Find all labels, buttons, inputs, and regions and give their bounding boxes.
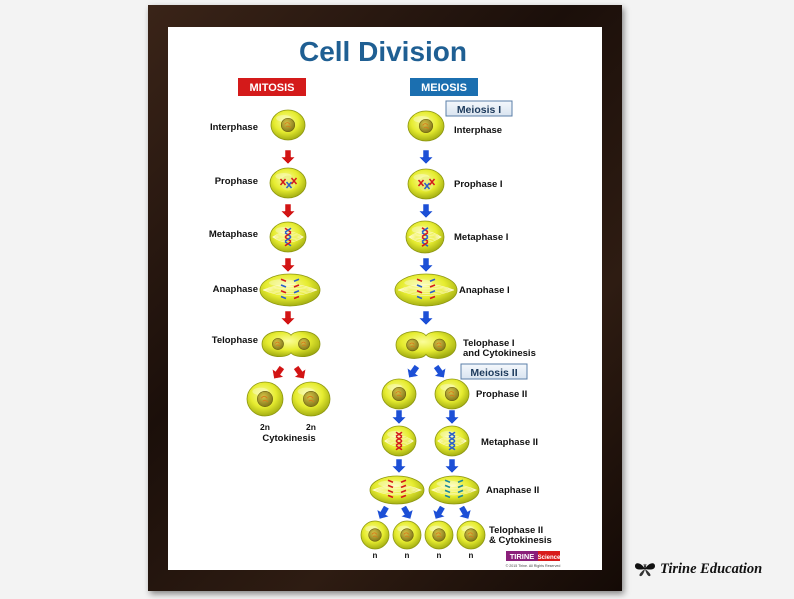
meiosis-ploidy-4: n: [469, 551, 474, 560]
meiosis2-arrow-right-2: [444, 458, 460, 474]
meiosis2-gamete-1: [360, 520, 390, 550]
logo-sub: Science: [538, 555, 561, 561]
meiosis1-label: Meiosis I: [457, 104, 501, 116]
meiosis2-right-anaphase: [428, 475, 480, 505]
meiosis2-right-metaphase: [434, 425, 470, 457]
mitosis-label-prophase: Prophase: [215, 176, 258, 187]
mitosis-header: [238, 78, 306, 96]
meiosis-cell-interphase: [407, 110, 445, 142]
arrows-layer: [271, 149, 472, 520]
watermark-text: Tirine Education: [660, 560, 763, 577]
cells-layer: [246, 109, 486, 550]
mitosis-cytokinesis-label: Cytokinesis: [262, 433, 315, 444]
meiosis1-arrow-4: [418, 310, 434, 326]
mitosis-arrow-1: [280, 149, 296, 165]
mitosis-label-interphase: Interphase: [210, 122, 258, 133]
meiosis-arrow-split-left: [406, 364, 420, 379]
meiosis-label-prophase2: Prophase II: [476, 389, 527, 400]
mitosis-arrow-3: [280, 257, 296, 273]
meiosis-ploidy-3: n: [437, 551, 442, 560]
mitosis-cell-prophase: [269, 167, 307, 199]
meiosis2-arrow-split-4: [458, 505, 472, 520]
mitosis-daughter-cell-left: [246, 381, 284, 417]
mitosis-arrow-split-right: [293, 365, 307, 380]
meiosis2-gamete-3: [424, 520, 454, 550]
mitosis-daughter-cell-right: [291, 381, 331, 417]
meiosis1-arrow-3: [418, 257, 434, 273]
logo-copyright: © 2015 Tirine. All Rights Reserved: [506, 564, 561, 568]
logo-brand: TIRINE: [510, 552, 535, 561]
meiosis-label-telophase2-line2: & Cytokinesis: [489, 535, 552, 546]
watermark: Tirine Education: [634, 557, 762, 581]
meiosis2-label: Meiosis II: [470, 367, 517, 379]
meiosis2-right-prophase: [434, 378, 470, 410]
poster-title: Cell Division: [299, 36, 467, 67]
meiosis2-box: [460, 363, 528, 380]
meiosis1-arrow-1: [418, 149, 434, 165]
mitosis-label-telophase: Telophase: [212, 335, 258, 346]
meiosis-cell-prophase1: [407, 168, 445, 200]
meiosis-label-anaphase1: Anaphase I: [459, 285, 510, 296]
meiosis-header-label: MEIOSIS: [421, 82, 467, 94]
mitosis-ploidy-right: 2n: [306, 422, 316, 432]
meiosis2-arrow-split-2: [400, 505, 414, 520]
meiosis2-gamete-2: [392, 520, 422, 550]
cell-division-poster: Cell Division MITOSIS MEIOSIS Meiosis I …: [168, 27, 602, 570]
meiosis-cell-anaphase1: [394, 273, 458, 307]
butterfly-icon: [635, 563, 655, 577]
mitosis-header-label: MITOSIS: [249, 82, 294, 94]
mitosis-cell-interphase: [270, 109, 306, 141]
meiosis-ploidy-1: n: [373, 551, 378, 560]
meiosis-arrow-split-right: [433, 364, 447, 379]
meiosis-label-telophase1-line1: Telophase I: [463, 338, 515, 349]
meiosis-label-metaphase1: Metaphase I: [454, 232, 508, 243]
meiosis2-arrow-split-1: [376, 505, 390, 520]
meiosis2-left-prophase: [381, 378, 417, 410]
meiosis2-arrow-split-3: [432, 505, 446, 520]
meiosis2-left-metaphase: [381, 425, 417, 457]
meiosis-header: [410, 78, 478, 96]
meiosis-label-telophase1-line2: and Cytokinesis: [463, 348, 536, 359]
mitosis-arrow-2: [280, 203, 296, 219]
meiosis2-left-anaphase: [369, 475, 425, 505]
meiosis-label-metaphase2: Metaphase II: [481, 437, 538, 448]
tirine-science-logo: TIRINE Science © 2015 Tirine. All Rights…: [506, 551, 561, 568]
meiosis-label-interphase: Interphase: [454, 125, 502, 136]
meiosis-ploidy-2: n: [405, 551, 410, 560]
meiosis2-arrow-left-1: [391, 409, 407, 425]
meiosis-cell-telophase1: [395, 331, 457, 359]
mitosis-cell-anaphase: [259, 273, 321, 307]
mitosis-arrow-4: [280, 310, 296, 326]
meiosis2-arrow-left-2: [391, 458, 407, 474]
meiosis-label-prophase1: Prophase I: [454, 179, 503, 190]
mitosis-ploidy-left: 2n: [260, 422, 270, 432]
meiosis-label-anaphase2: Anaphase II: [486, 485, 539, 496]
meiosis1-box: [445, 100, 513, 117]
meiosis2-gamete-4: [456, 520, 486, 550]
mitosis-cell-telophase: [261, 330, 321, 358]
labels-layer: InterphaseProphaseMetaphaseAnaphaseTelop…: [209, 122, 552, 560]
meiosis2-arrow-right-1: [444, 409, 460, 425]
mitosis-label-metaphase: Metaphase: [209, 229, 258, 240]
mitosis-label-anaphase: Anaphase: [213, 284, 258, 295]
mitosis-cell-metaphase: [269, 221, 307, 253]
meiosis-label-telophase2-line1: Telophase II: [489, 525, 543, 536]
meiosis1-arrow-2: [418, 203, 434, 219]
meiosis-cell-metaphase1: [405, 220, 445, 254]
mitosis-arrow-split-left: [271, 365, 285, 380]
